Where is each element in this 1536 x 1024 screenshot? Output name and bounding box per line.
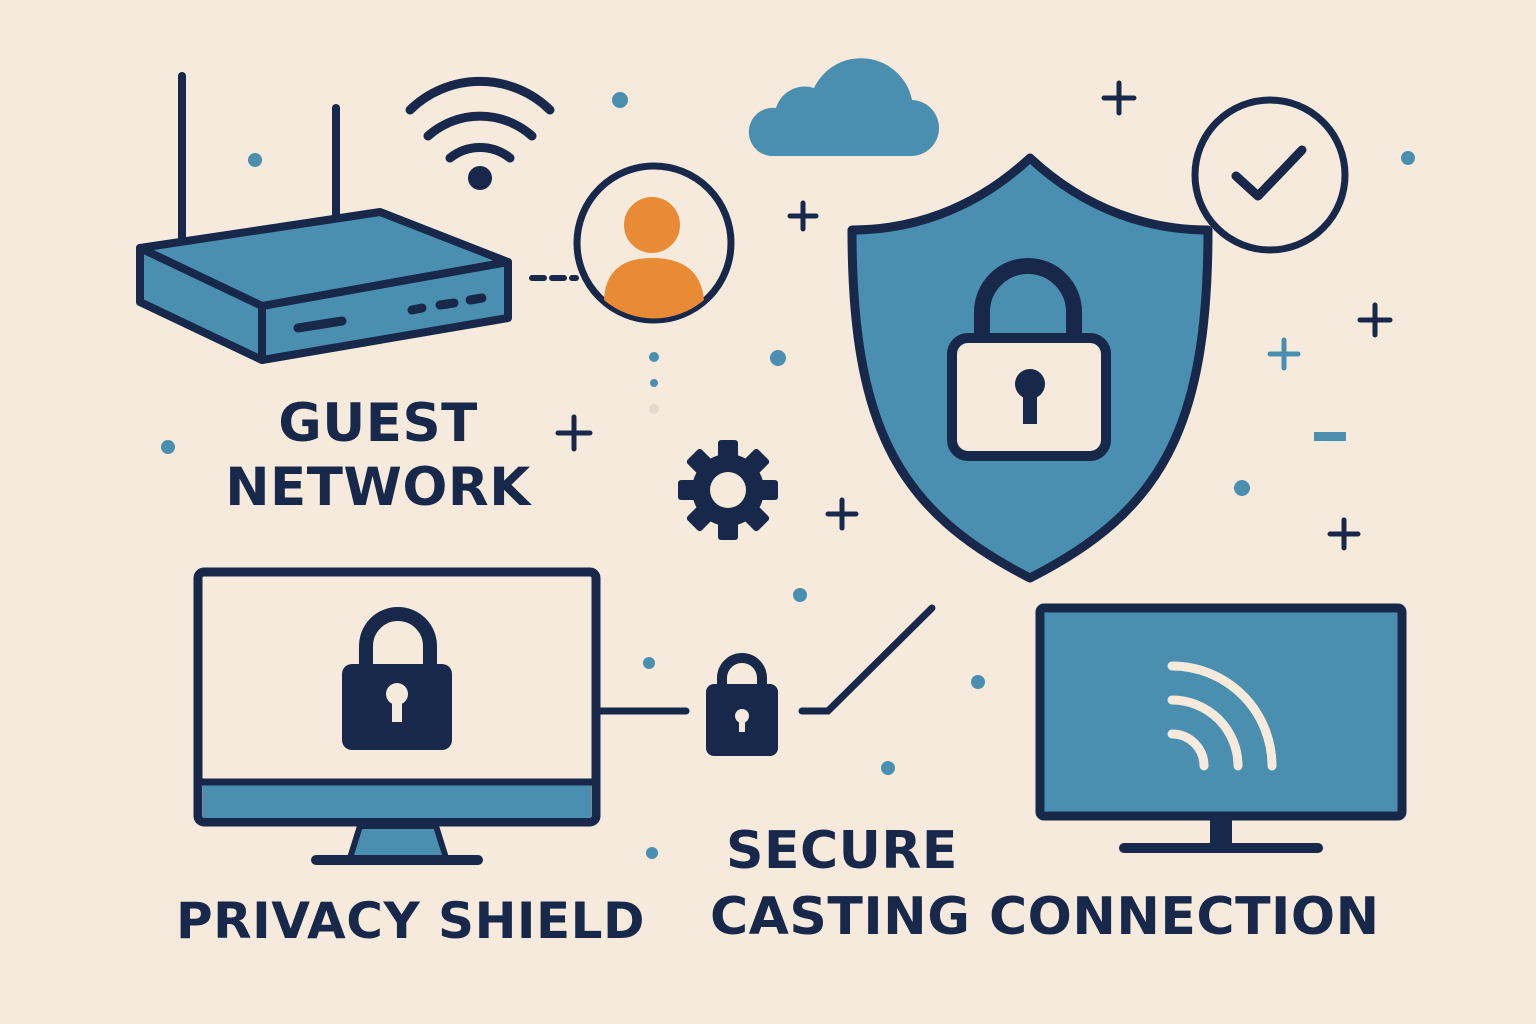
secure-casting-label: SECURE CASTING CONNECTION: [710, 818, 1410, 950]
secure-casting-label-line-1: SECURE: [726, 821, 958, 881]
decorative-dots: [161, 92, 1415, 859]
gear-icon: [678, 440, 778, 540]
padlock-icon: [947, 258, 1111, 461]
router-icon: [136, 72, 512, 364]
connection-line: [596, 604, 936, 715]
dotted-trail: [649, 352, 659, 414]
guest-network-label: GUEST NETWORK: [208, 392, 548, 520]
guest-network-label-line-2: NETWORK: [225, 457, 531, 518]
privacy-shield-label: PRIVACY SHIELD: [176, 892, 646, 950]
tv-icon: [1035, 603, 1407, 853]
check-circle-icon: [1191, 96, 1349, 254]
decorative-plus-signs: [555, 80, 1393, 551]
padlock-icon: [342, 607, 452, 750]
decorative-minus-sign: [1314, 432, 1346, 441]
secure-casting-label-line-2: CASTING CONNECTION: [710, 887, 1380, 947]
cast-icon: [1167, 661, 1277, 771]
padlock-icon: [706, 653, 778, 756]
decorative-plus-sign-blue: [1267, 337, 1301, 371]
user-avatar-icon: [573, 162, 735, 324]
wifi-icon: [405, 76, 555, 190]
cloud-icon: [748, 58, 940, 157]
guest-network-label-line-1: GUEST: [278, 393, 478, 454]
